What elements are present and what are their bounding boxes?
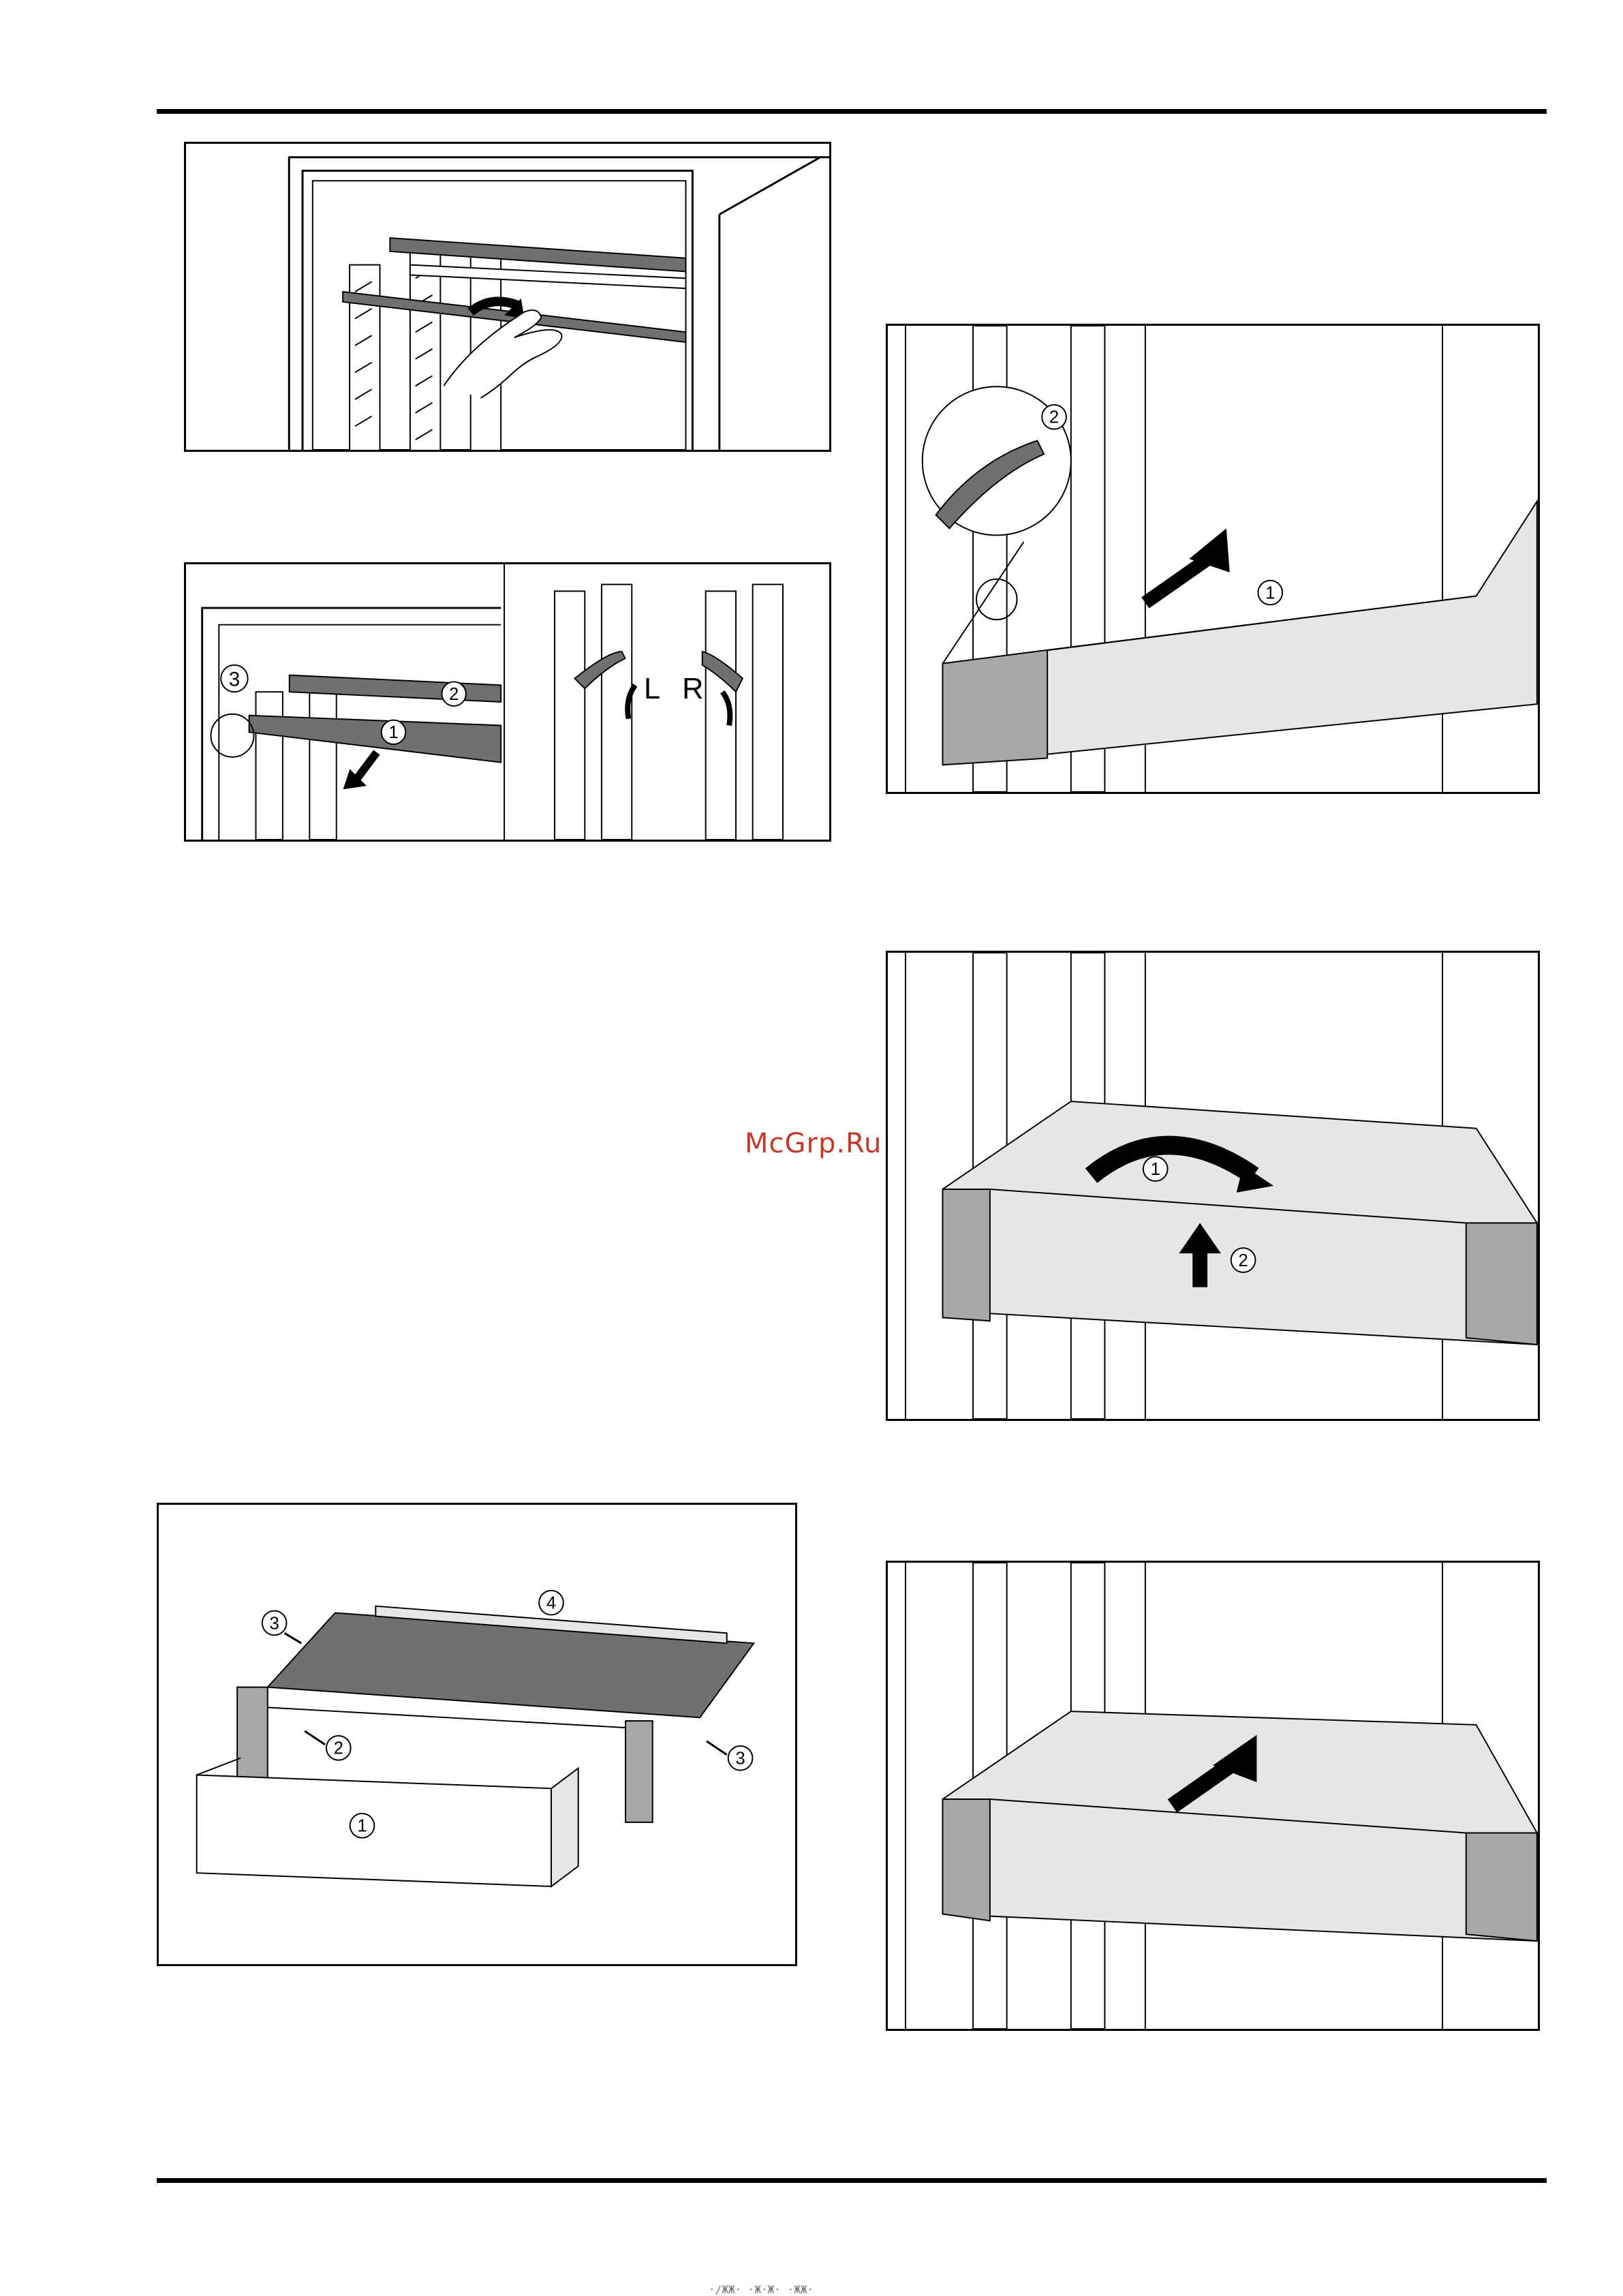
svg-text:2: 2 bbox=[1238, 1251, 1248, 1270]
svg-text:3: 3 bbox=[269, 1614, 279, 1633]
drawer-insert-tilt-drawing: 2 1 bbox=[888, 326, 1538, 792]
figure-remove-shelf: 3 2 1 L R bbox=[184, 562, 831, 842]
right-holder-label: R bbox=[682, 673, 703, 705]
figure-drawer-push-in bbox=[886, 1561, 1540, 2031]
figure-insert-shelf bbox=[184, 142, 831, 452]
figure-drawer-assembly: 3 4 2 1 3 bbox=[157, 1503, 797, 1966]
drawer-push-in-drawing bbox=[888, 1563, 1538, 2029]
svg-text:1: 1 bbox=[357, 1817, 367, 1836]
svg-text:2: 2 bbox=[449, 685, 459, 704]
svg-text:3: 3 bbox=[735, 1749, 745, 1769]
svg-text:1: 1 bbox=[1265, 583, 1275, 602]
svg-text:1: 1 bbox=[388, 723, 398, 742]
figure-drawer-rotate: 1 2 bbox=[886, 951, 1540, 1421]
drawer-rotate-drawing: 1 2 bbox=[888, 953, 1538, 1419]
svg-text:2: 2 bbox=[1049, 408, 1059, 427]
footer-rule bbox=[157, 2178, 1547, 2183]
insert-shelf-drawing bbox=[186, 144, 829, 450]
callout-3-label: 3 bbox=[229, 668, 240, 690]
watermark-text: McGrp.Ru bbox=[745, 1128, 882, 1159]
left-holder-label: L bbox=[644, 673, 660, 705]
footer-scan-marks: ·/ЖЖ· ·Ж·Ж· ·ЖЖ· bbox=[709, 2283, 814, 2296]
svg-text:2: 2 bbox=[334, 1739, 343, 1758]
drawer-assembly-drawing: 3 4 2 1 3 bbox=[159, 1505, 795, 1964]
svg-text:4: 4 bbox=[546, 1594, 556, 1613]
figure-drawer-insert-tilt: 2 1 bbox=[886, 324, 1540, 794]
header-rule bbox=[157, 109, 1547, 114]
remove-shelf-drawing: 3 2 1 L R bbox=[186, 564, 829, 840]
svg-text:1: 1 bbox=[1151, 1160, 1160, 1179]
